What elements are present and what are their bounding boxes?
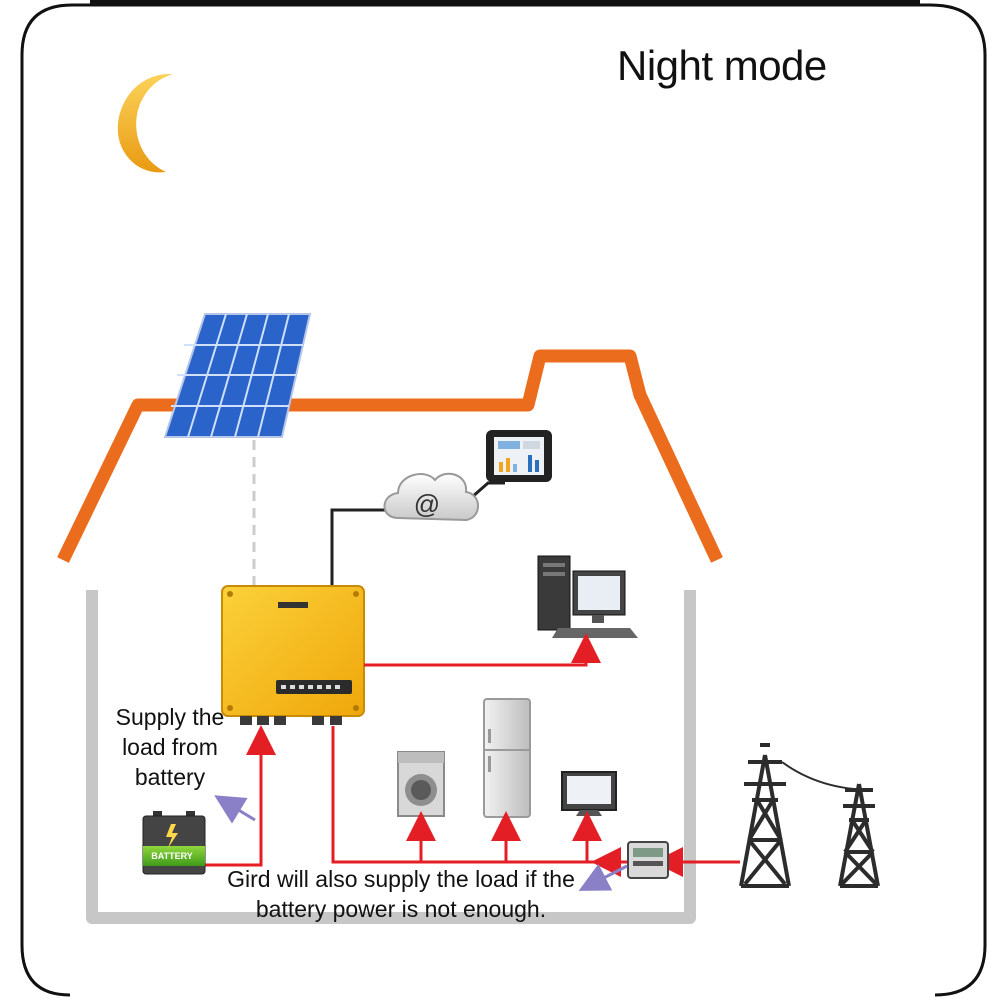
meter-icon (627, 841, 669, 879)
washing-machine-icon (397, 751, 445, 817)
tv-icon (561, 771, 617, 816)
cloud-at-label: @ (414, 489, 440, 519)
overhead-wire (781, 761, 874, 791)
solar-panel-icon (163, 313, 312, 438)
transmission-tower-icon (838, 783, 880, 888)
desktop-computer-icon (537, 555, 638, 638)
battery-label: BATTERY (151, 851, 193, 861)
inverter-icon (221, 585, 365, 725)
data-line (330, 508, 395, 585)
house-roof (57, 349, 723, 563)
power-line-inverter-to-pc (364, 633, 601, 667)
power-lines (205, 633, 740, 877)
note-arrow-battery (214, 795, 256, 824)
note-arrow-grid (578, 863, 628, 891)
grid-supply-note: Gird will also supply the load if the ba… (227, 866, 575, 922)
transmission-tower-icon (739, 743, 791, 888)
moon-icon (117, 73, 173, 173)
battery-icon (142, 811, 206, 875)
house-wall (86, 590, 696, 924)
battery-supply-note: Supply the load from battery (115, 704, 225, 790)
diagram-title: Night mode (617, 42, 827, 89)
refrigerator-icon (483, 698, 531, 818)
power-line-battery-to-inverter (205, 725, 276, 867)
tablet-icon (486, 430, 552, 482)
power-line-inverter-to-bus (331, 726, 614, 864)
frame-border (20, 3, 987, 997)
cloud-icon: @ (383, 472, 479, 522)
